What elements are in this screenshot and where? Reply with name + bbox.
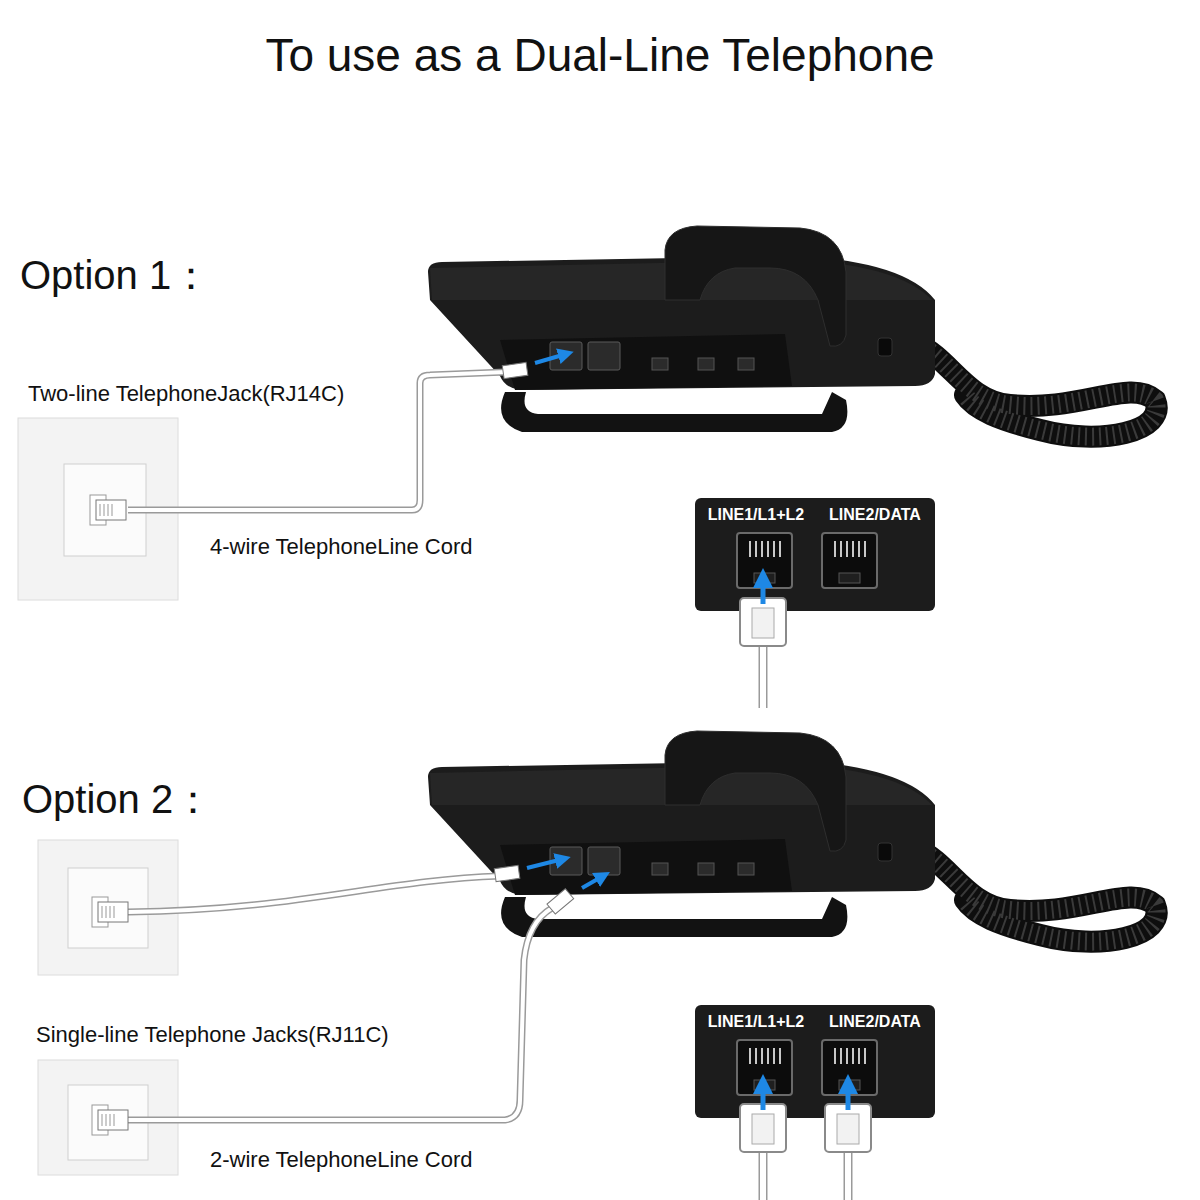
cord xyxy=(128,876,500,912)
option-heading: Option 1： xyxy=(20,248,211,303)
wall-jack-2 xyxy=(92,897,128,927)
cord-label: 2-wire TelephoneLine Cord xyxy=(210,1147,473,1173)
wall-plate xyxy=(38,840,178,975)
insert-arrow xyxy=(535,354,566,363)
cord-plug xyxy=(494,865,520,881)
wall-plate-inner xyxy=(68,868,148,948)
insert-arrow xyxy=(527,859,563,868)
port-panel xyxy=(695,498,935,611)
port-panel-labels: LINE1/L1+L2 LINE2/DATA xyxy=(695,1005,935,1118)
port-panel-labels: LINE1/L1+L2 LINE2/DATA xyxy=(695,498,935,611)
cord-outline xyxy=(128,876,500,912)
cord-label: 4-wire TelephoneLine Cord xyxy=(210,534,473,560)
cord-plug xyxy=(547,889,574,914)
plug-2 xyxy=(825,1104,871,1152)
cord-outline xyxy=(763,1150,848,1200)
wall-jack-3 xyxy=(92,1105,128,1135)
cord-outline xyxy=(759,646,768,708)
insert-arrow xyxy=(761,578,766,604)
title: To use as a Dual-Line Telephone xyxy=(0,28,1200,82)
cord-outline xyxy=(128,908,552,1120)
insert-arrow xyxy=(582,876,603,888)
port-label: LINE1/L1+L2 xyxy=(708,506,804,524)
jack-label: Two-line TelephoneJack(RJ14C) xyxy=(28,381,344,407)
cord xyxy=(128,908,552,1120)
port-label: LINE2/DATA xyxy=(829,1013,921,1031)
cord xyxy=(760,646,766,708)
port-panel xyxy=(695,1005,935,1118)
telephone-1 xyxy=(428,226,1157,437)
plug-1 xyxy=(740,598,786,646)
port-label: LINE2/DATA xyxy=(829,506,921,524)
plug-1 xyxy=(740,1104,786,1152)
jack-label: Single-line Telephone Jacks(RJ11C) xyxy=(36,1022,389,1048)
cord-plug xyxy=(502,362,528,378)
insert-arrow xyxy=(761,1084,766,1110)
telephone-2 xyxy=(428,731,1157,942)
socket-2 xyxy=(822,533,877,588)
insert-arrow xyxy=(846,1084,851,1110)
port-label: LINE1/L1+L2 xyxy=(708,1013,804,1031)
option-heading: Option 2： xyxy=(22,772,213,827)
cord xyxy=(763,1150,848,1200)
wall-jack-1 xyxy=(90,495,126,525)
